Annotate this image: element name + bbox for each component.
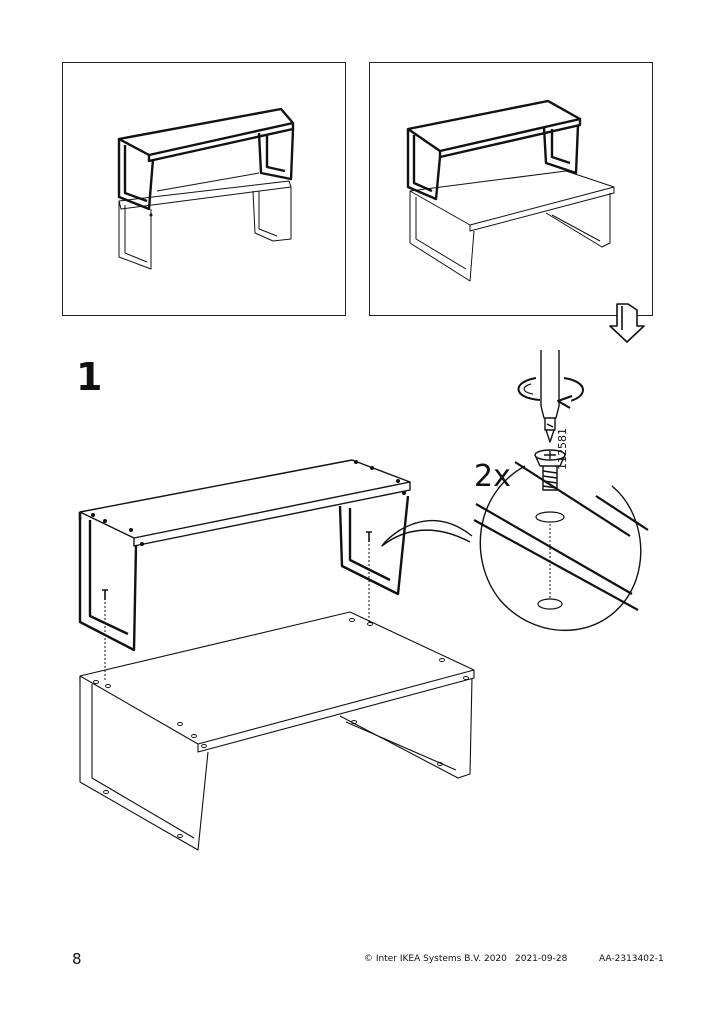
rotate-arrow-icon	[517, 377, 584, 409]
screwdriver-icon	[540, 350, 560, 443]
overview-panel-combined	[369, 62, 653, 316]
step-number: 1	[76, 355, 103, 399]
document-code: AA-2313402-1	[599, 954, 664, 964]
stacked-shelf-illustration	[117, 107, 295, 270]
page-number: 8	[72, 950, 82, 968]
flip-arrow-icon	[609, 303, 645, 343]
upper-shelf	[78, 459, 411, 652]
lower-bench	[79, 611, 475, 851]
document-date: 2021-09-28	[515, 954, 568, 964]
quantity-label: 2x	[474, 459, 511, 494]
detail-circle	[381, 461, 649, 631]
part-number: 112581	[556, 428, 569, 470]
overview-panel-stacked	[62, 62, 346, 316]
combined-shelf-illustration	[406, 99, 615, 282]
screw-icon	[534, 449, 566, 491]
copyright-text: © Inter IKEA Systems B.V. 2020	[364, 954, 507, 964]
